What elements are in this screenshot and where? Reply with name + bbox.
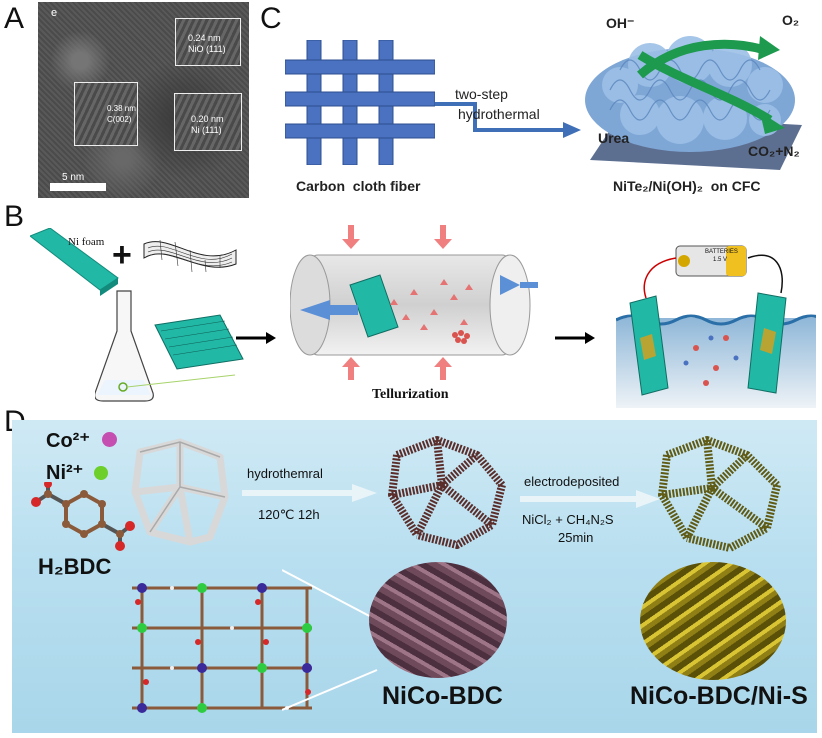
oh-ion-label: OH⁻ — [606, 15, 635, 31]
plus-sign: + — [112, 236, 132, 274]
nico-bdc-nis-framework-icon — [658, 436, 781, 552]
co-ion-label: Co²⁺ — [46, 430, 90, 452]
tellurization-label: Tellurization — [372, 387, 449, 402]
graphene-sheet-icon — [143, 239, 237, 273]
oxygen-label: O₂ — [782, 12, 800, 28]
panel-d-background: Co²⁺ Ni²⁺ H₂BDC hydrothemral 120℃ 12h — [12, 420, 817, 733]
panel-label-c: C — [260, 2, 282, 35]
carbon-cloth-label: Carbon cloth fiber — [296, 178, 421, 194]
synthesis-arrow-icon — [435, 102, 581, 138]
synthesis-step-line2: hydrothermal — [458, 106, 540, 122]
step1-condition-label: 120℃ 12h — [258, 507, 320, 522]
step2-method-label: electrodeposited — [524, 474, 620, 489]
step1-method-label: hydrothemral — [247, 466, 323, 481]
step1-arrow-icon — [242, 484, 377, 502]
tem-micrograph: e 0.24 nm NiO (111) 0.38 nm C(002) 0.20 … — [38, 2, 249, 198]
ni-ion-dot — [94, 466, 108, 480]
sem-image-nico-bdc — [369, 562, 507, 678]
urea-label: Urea — [598, 130, 630, 146]
battery-label-line2: 1.5 V — [713, 257, 728, 263]
synthesis-step-line1: two-step — [455, 86, 508, 102]
tem-inset-ni-spacing: 0.20 nm — [191, 114, 224, 124]
tem-inset-carbon-spacing: 0.38 nm — [107, 104, 136, 113]
ni-foam-label: Ni foam — [68, 236, 105, 248]
nico-bdc-framework-icon — [388, 436, 506, 549]
tem-inset-carbon-plane: C(002) — [107, 115, 132, 124]
tem-inset-nio-plane: NiO (111) — [188, 44, 226, 54]
step2-reagent-label: NiCl₂ + CH₄N₂S — [522, 512, 614, 527]
tem-inset-ni: 0.20 nm Ni (111) — [174, 93, 242, 151]
nico-bdc-label: NiCo-BDC — [382, 682, 503, 710]
mof-lattice-structure-icon — [132, 583, 312, 713]
arrow-right-icon-2 — [555, 332, 595, 344]
tem-inset-carbon: 0.38 nm C(002) — [74, 82, 138, 146]
product-label: NiTe₂/Ni(OH)₂ on CFC — [613, 178, 761, 194]
framework-model-icon — [131, 438, 229, 546]
co-ion-dot — [102, 432, 117, 447]
sem-image-nico-bdc-nis — [640, 562, 786, 680]
nico-bdc-nis-label: NiCo-BDC/Ni-S — [630, 682, 808, 710]
ni-ion-label: Ni²⁺ — [46, 462, 84, 484]
tem-inset-ni-plane: Ni (111) — [191, 125, 222, 135]
panel-label-a: A — [4, 2, 25, 35]
h2bdc-molecule-icon — [31, 482, 135, 551]
zoom-lines — [282, 569, 378, 711]
h2bdc-label: H₂BDC — [38, 554, 112, 579]
scale-bar-label: 5 nm — [62, 172, 85, 183]
step2-time-label: 25min — [558, 530, 594, 545]
co2-n2-label: CO₂+N₂ — [748, 143, 800, 159]
nanosheet-array-illustration — [585, 36, 802, 170]
tube-furnace-illustration — [290, 225, 538, 380]
step2-arrow-icon — [520, 490, 660, 508]
tem-corner-letter: e — [51, 7, 58, 19]
tem-inset-nio: 0.24 nm NiO (111) — [175, 18, 241, 66]
tem-inset-nio-spacing: 0.24 nm — [188, 33, 221, 43]
flask-icon — [95, 290, 244, 402]
panel-label-b: B — [4, 200, 25, 233]
scale-bar — [50, 183, 106, 191]
electrolysis-cell-illustration — [616, 245, 816, 408]
carbon-cloth-grid-icon — [285, 40, 435, 165]
battery-label-line1: BATTERIES — [705, 249, 738, 255]
ni-foam-slab-icon — [30, 228, 119, 296]
arrow-right-icon — [236, 332, 276, 344]
